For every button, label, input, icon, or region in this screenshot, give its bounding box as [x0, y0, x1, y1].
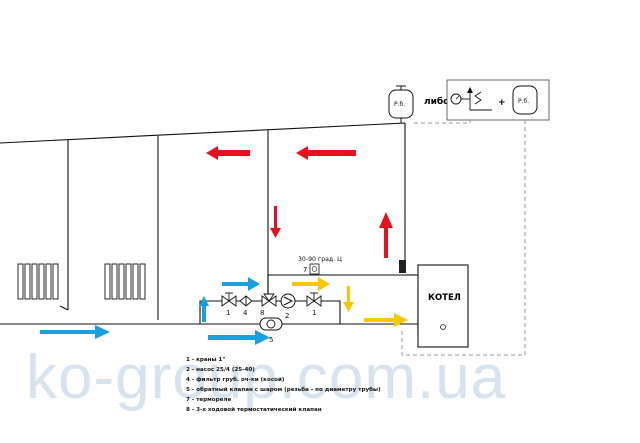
boiler: КОТЕЛ — [399, 260, 469, 348]
valve-1-right — [306, 292, 322, 307]
radiator-left — [17, 263, 59, 300]
legend-item-8: 8 - 3-х ходовой термостатический клапан — [186, 407, 322, 413]
expansion-tank-label: Р.б. — [394, 101, 405, 108]
safety-group-box: + Р.б. — [446, 79, 550, 121]
label-8: 8 — [260, 309, 264, 317]
thermostat-relay: 7 30-90 град. Ц — [298, 256, 342, 275]
legend-item-2: 2 - насос 25/4 (25-40) — [186, 367, 255, 373]
valve-1-left — [221, 292, 237, 307]
check-valve-5 — [259, 317, 283, 331]
legend: 1 - краны 1" 2 - насос 25/4 (25-40) 4 - … — [186, 355, 446, 415]
legend-item-1: 1 - краны 1" — [186, 357, 226, 363]
label-1-left: 1 — [226, 309, 230, 317]
legend-item-4: 4 - фильтр груб. оч-ки (косой) — [186, 377, 285, 383]
legend-item-5: 5 - обратный клапан с шаром (резьба - по… — [186, 387, 381, 393]
boiler-label: КОТЕЛ — [428, 293, 461, 303]
flow-arrows-warm — [292, 277, 408, 327]
pump-2 — [280, 293, 296, 309]
radiator-middle — [104, 263, 146, 300]
expansion-tank-alt-label: Р.б. — [518, 98, 529, 105]
expansion-tank: Р.б. — [388, 85, 414, 123]
label-4: 4 — [243, 309, 248, 317]
label-5: 5 — [269, 336, 273, 344]
dashed-connection-lines — [401, 118, 526, 356]
or-text: либо — [424, 96, 449, 107]
legend-item-7: 7 - термореле — [186, 397, 232, 403]
watermark-text: ko-group.com.ua — [26, 343, 506, 412]
flow-arrows-cold — [40, 277, 270, 345]
filter-4 — [239, 295, 253, 307]
label-7: 7 — [303, 266, 307, 274]
label-2: 2 — [285, 312, 289, 320]
three-way-valve-8 — [261, 293, 277, 307]
label-1-right: 1 — [312, 309, 316, 317]
temp-range-label: 30-90 град. Ц — [298, 256, 342, 263]
flow-arrows-hot — [206, 146, 393, 258]
plus-sign: + — [498, 98, 506, 108]
